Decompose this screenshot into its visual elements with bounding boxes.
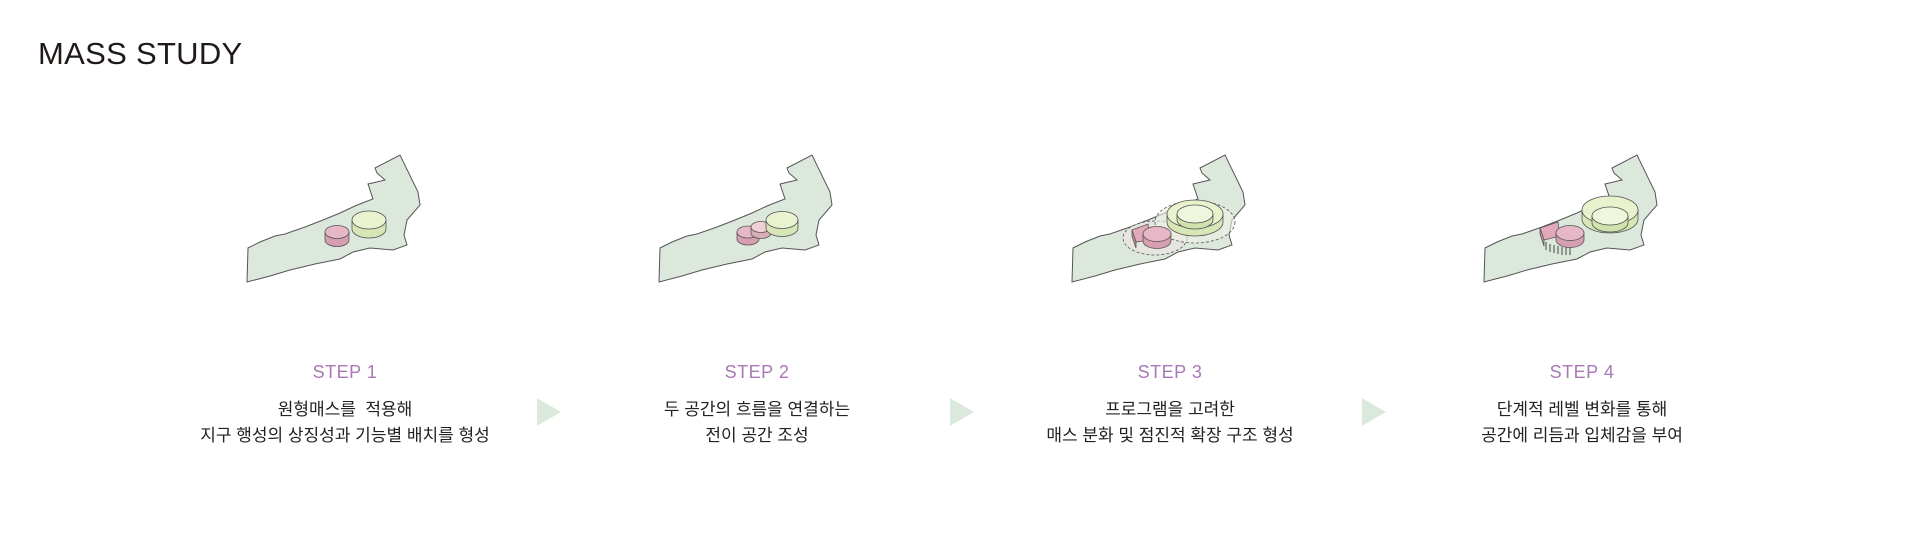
pink-segmented-mass [1131, 223, 1172, 249]
green-stepped-ring-mass [1581, 195, 1639, 234]
step-description-line-1: 단계적 레벨 변화를 통해 [1496, 400, 1668, 419]
step-1-mass-diagram [246, 154, 421, 283]
step-description: 두 공간의 흐름을 연결하는 전이 공간 조성 [557, 397, 957, 449]
step-description-line-2: 매스 분화 및 점진적 확장 구조 형성 [1046, 426, 1294, 445]
green-ring-mass [1166, 199, 1224, 237]
step-3-mass-diagram [1071, 154, 1246, 283]
pink-circular-mass [324, 225, 350, 247]
step-1: STEP 1 원형매스를 적용해 지구 행성의 상징성과 기능별 배치를 형성 [145, 150, 545, 445]
step-label: STEP 1 [312, 362, 378, 382]
step-2: STEP 2 두 공간의 흐름을 연결하는 전이 공간 조성 [557, 150, 957, 445]
step-description-line-1: 두 공간의 흐름을 연결하는 [663, 400, 851, 419]
step-4: STEP 4 단계적 레벨 변화를 통해 공간에 리듬과 입체감을 부여 [1382, 150, 1782, 445]
pink-stepped-mass [1539, 221, 1585, 248]
green-circular-mass [765, 211, 799, 237]
step-label: STEP 2 [724, 362, 790, 382]
step-description-line-2: 지구 행성의 상징성과 기능별 배치를 형성 [200, 426, 490, 445]
step-description: 단계적 레벨 변화를 통해 공간에 리듬과 입체감을 부여 [1382, 397, 1782, 449]
step-description-line-1: 원형매스를 적용해 [277, 400, 413, 419]
triangle-arrow-right-icon [537, 398, 561, 426]
step-label: STEP 3 [1137, 362, 1203, 382]
green-circular-mass [351, 210, 387, 239]
step-description-line-1: 프로그램을 고려한 [1105, 400, 1235, 419]
step-2-mass-diagram [658, 154, 833, 283]
site-plot [658, 154, 833, 283]
step-label: STEP 4 [1549, 362, 1615, 382]
site-plot [246, 154, 421, 283]
step-description: 프로그램을 고려한 매스 분화 및 점진적 확장 구조 형성 [970, 397, 1370, 449]
step-description-line-2: 공간에 리듬과 입체감을 부여 [1481, 426, 1683, 445]
step-3: STEP 3 프로그램을 고려한 매스 분화 및 점진적 확장 구조 형성 [970, 150, 1370, 445]
site-plot [1483, 154, 1658, 283]
page-title: MASS STUDY [38, 36, 243, 71]
step-description: 원형매스를 적용해 지구 행성의 상징성과 기능별 배치를 형성 [145, 397, 545, 449]
support-columns [1545, 242, 1571, 255]
step-4-mass-diagram [1483, 154, 1658, 283]
step-description-line-2: 전이 공간 조성 [705, 426, 809, 445]
triangle-arrow-right-icon [1362, 398, 1386, 426]
triangle-arrow-right-icon [950, 398, 974, 426]
